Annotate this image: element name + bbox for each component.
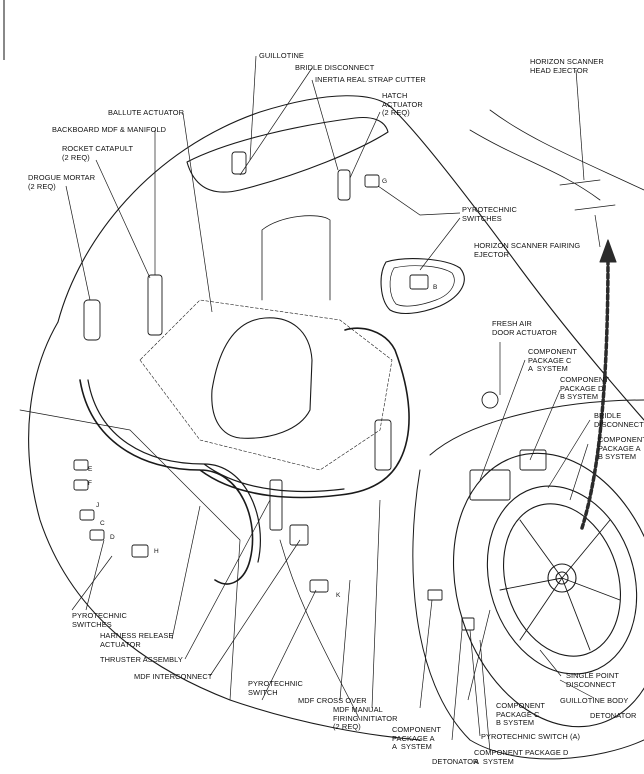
adapter-body	[412, 399, 644, 760]
hatch-actuator-component	[337, 169, 351, 201]
window-inner	[389, 265, 455, 307]
adapter-ring-inner	[502, 503, 622, 657]
label-guillotine-body: GUILLOTINE BODY	[560, 696, 629, 705]
detonator-components	[427, 589, 443, 601]
label-horizon-scanner-head: HORIZON SCANNER HEAD EJECTOR	[530, 57, 604, 75]
seat-structure	[139, 299, 393, 471]
label-fresh-air-door: FRESH AIR DOOR ACTUATOR	[492, 319, 558, 337]
drogue-mortar-component	[83, 299, 101, 341]
tag-f: F	[88, 480, 92, 487]
label-component-package-c-b: COMPONENT PACKAGE C B SYSTEM	[496, 701, 545, 728]
label-component-package-d-b: COMPONENT PACKAGE D B SYSTEM	[560, 375, 609, 402]
label-bridle-disconnect-top: BRIDLE DISCONNECT	[295, 63, 375, 72]
tag-h: H	[154, 548, 159, 555]
rocket-catapult-component	[147, 274, 163, 336]
label-hatch-actuator: HATCH ACTUATOR (2 REQ)	[382, 91, 423, 118]
capsule-hull-outline	[57, 95, 644, 421]
label-mdf-interconnect: MDF INTERCONNECT	[134, 672, 213, 681]
label-ballute-actuator: BALLUTE ACTUATOR	[108, 108, 185, 117]
label-thruster-assembly: THRUSTER ASSEMBLY	[100, 655, 183, 664]
lower-panel	[19, 409, 241, 701]
fresh-air-door-component	[481, 391, 499, 409]
component-package-group	[519, 449, 547, 471]
adapter-hub	[547, 563, 577, 593]
label-component-package-c-a: COMPONENT PACKAGE C A SYSTEM	[528, 347, 577, 374]
tag-b: B	[433, 284, 438, 291]
label-guillotine: GUILLOTINE	[259, 51, 304, 60]
seat-back	[261, 215, 331, 301]
label-bridle-disconnect-right: BRIDLE DISCONNECT	[594, 411, 644, 429]
adapter-ring-outer	[486, 485, 638, 675]
label-single-point-disconnect: SINGLE POINT DISCONNECT	[566, 671, 619, 689]
label-detonator-right: DETONATOR	[590, 711, 637, 720]
separation-arrow	[580, 253, 610, 530]
adapter-spokes	[499, 519, 621, 651]
horizon-scanner-sketch	[469, 109, 644, 211]
thruster-assembly-component	[269, 479, 283, 531]
window-outline	[380, 258, 465, 315]
seat-frame	[211, 317, 313, 439]
tag-g: G	[382, 178, 388, 185]
tag-j: J	[96, 502, 100, 509]
label-harness-release-actuator: HARNESS RELEASE ACTUATOR	[100, 631, 174, 649]
adapter-rim	[452, 452, 644, 728]
label-inertia-reel-cutter: INERTIA REAL STRAP CUTTER	[315, 75, 426, 84]
label-horizon-scanner-fairing: HORIZON SCANNER FAIRING EJECTOR	[474, 241, 581, 259]
label-pyrotechnic-switches-left: PYROTECHNIC SWITCHES	[72, 611, 127, 629]
label-mdf-manual-firing: MDF MANUAL FIRING INITIATOR (2 REQ)	[333, 705, 398, 732]
label-rocket-catapult: ROCKET CATAPULT (2 REQ)	[62, 144, 134, 162]
guillotine-component	[231, 151, 247, 175]
leader-lines	[65, 55, 601, 753]
tag-k: K	[336, 592, 341, 599]
tag-e: E	[88, 466, 93, 473]
label-component-package-d-a: COMPONENT PACKAGE D A SYSTEM	[474, 748, 569, 766]
tag-c: C	[100, 520, 105, 527]
label-backboard-mdf: BACKBOARD MDF & MANIFOLD	[52, 125, 167, 134]
capsule-hull-lower	[28, 321, 421, 741]
label-pyrotechnic-switch-bottom: PYROTECHNIC SWITCH	[248, 679, 303, 697]
label-pyrotechnic-switch-a: PYROTECHNIC SWITCH (A)	[481, 732, 581, 741]
tag-d: D	[110, 534, 115, 541]
label-pyrotechnic-switches-top: PYROTECHNIC SWITCHES	[462, 205, 517, 223]
mdf-wiring	[79, 327, 410, 585]
label-detonator-bottom: DETONATOR	[432, 757, 479, 766]
label-component-package-a-b: COMPONENT PACKAGE A B SYSTEM	[598, 435, 644, 462]
label-mdf-cross-over: MDF CROSS OVER	[298, 696, 367, 705]
hatch-opening	[186, 116, 389, 193]
harness-release-component	[374, 419, 392, 471]
label-component-package-a-a: COMPONENT PACKAGE A A SYSTEM	[392, 725, 441, 752]
label-drogue-mortar: DROGUE MORTAR (2 REQ)	[28, 173, 96, 191]
